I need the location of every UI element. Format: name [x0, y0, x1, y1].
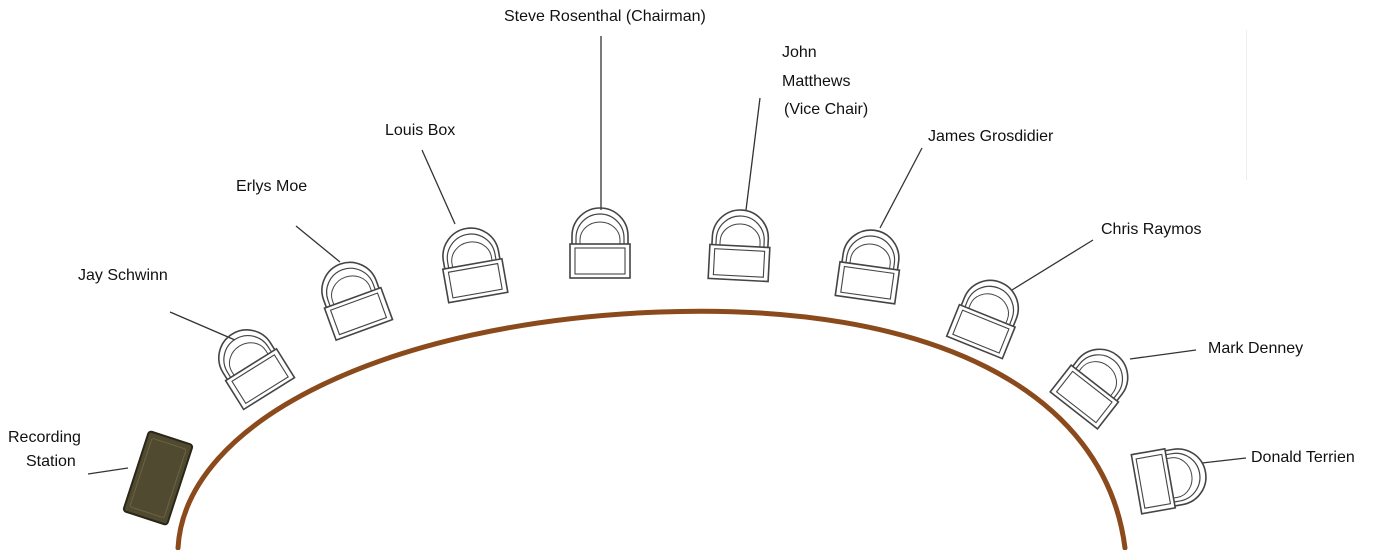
- label-recording-line2: Station: [26, 453, 76, 470]
- chair-icon: [435, 222, 509, 304]
- recording-station-icon: [122, 430, 194, 526]
- label-donald-terrien: Donald Terrien: [1251, 449, 1355, 466]
- recording-station-leader: [87, 467, 129, 475]
- donald-leader: [1201, 457, 1247, 464]
- chair-icon: [205, 317, 296, 411]
- chair-icon: [1049, 335, 1142, 430]
- chair-icon: [707, 207, 773, 283]
- label-mark-denney: Mark Denney: [1208, 340, 1304, 357]
- chair-icon: [1130, 441, 1212, 515]
- chris-leader: [1011, 239, 1094, 291]
- louis-leader: [421, 149, 456, 225]
- chair-icon: [834, 225, 906, 305]
- john-leader: [745, 97, 761, 211]
- jay-leader: [169, 311, 236, 341]
- label-john-line2: Matthews: [782, 73, 851, 90]
- chair-icon: [945, 270, 1030, 360]
- label-erlys-moe: Erlys Moe: [236, 178, 308, 195]
- table-arc: [175, 308, 1128, 550]
- label-recording-line1: Recording: [8, 429, 81, 446]
- divider: [1246, 30, 1247, 180]
- label-john-line1: John: [782, 44, 817, 61]
- label-john-line3: (Vice Chair): [784, 101, 869, 118]
- mark-leader: [1129, 349, 1197, 360]
- chair-icon: [569, 207, 631, 279]
- label-chris-raymos: Chris Raymos: [1101, 221, 1202, 238]
- label-jay-schwinn: Jay Schwinn: [78, 267, 168, 284]
- label-louis-box: Louis Box: [385, 122, 456, 139]
- chair-icon: [311, 252, 394, 341]
- james-leader: [879, 147, 923, 229]
- label-steve-rosenthal: Steve Rosenthal (Chairman): [504, 8, 706, 25]
- erlys-leader: [295, 225, 341, 263]
- label-james-grosdidier: James Grosdidier: [928, 128, 1054, 145]
